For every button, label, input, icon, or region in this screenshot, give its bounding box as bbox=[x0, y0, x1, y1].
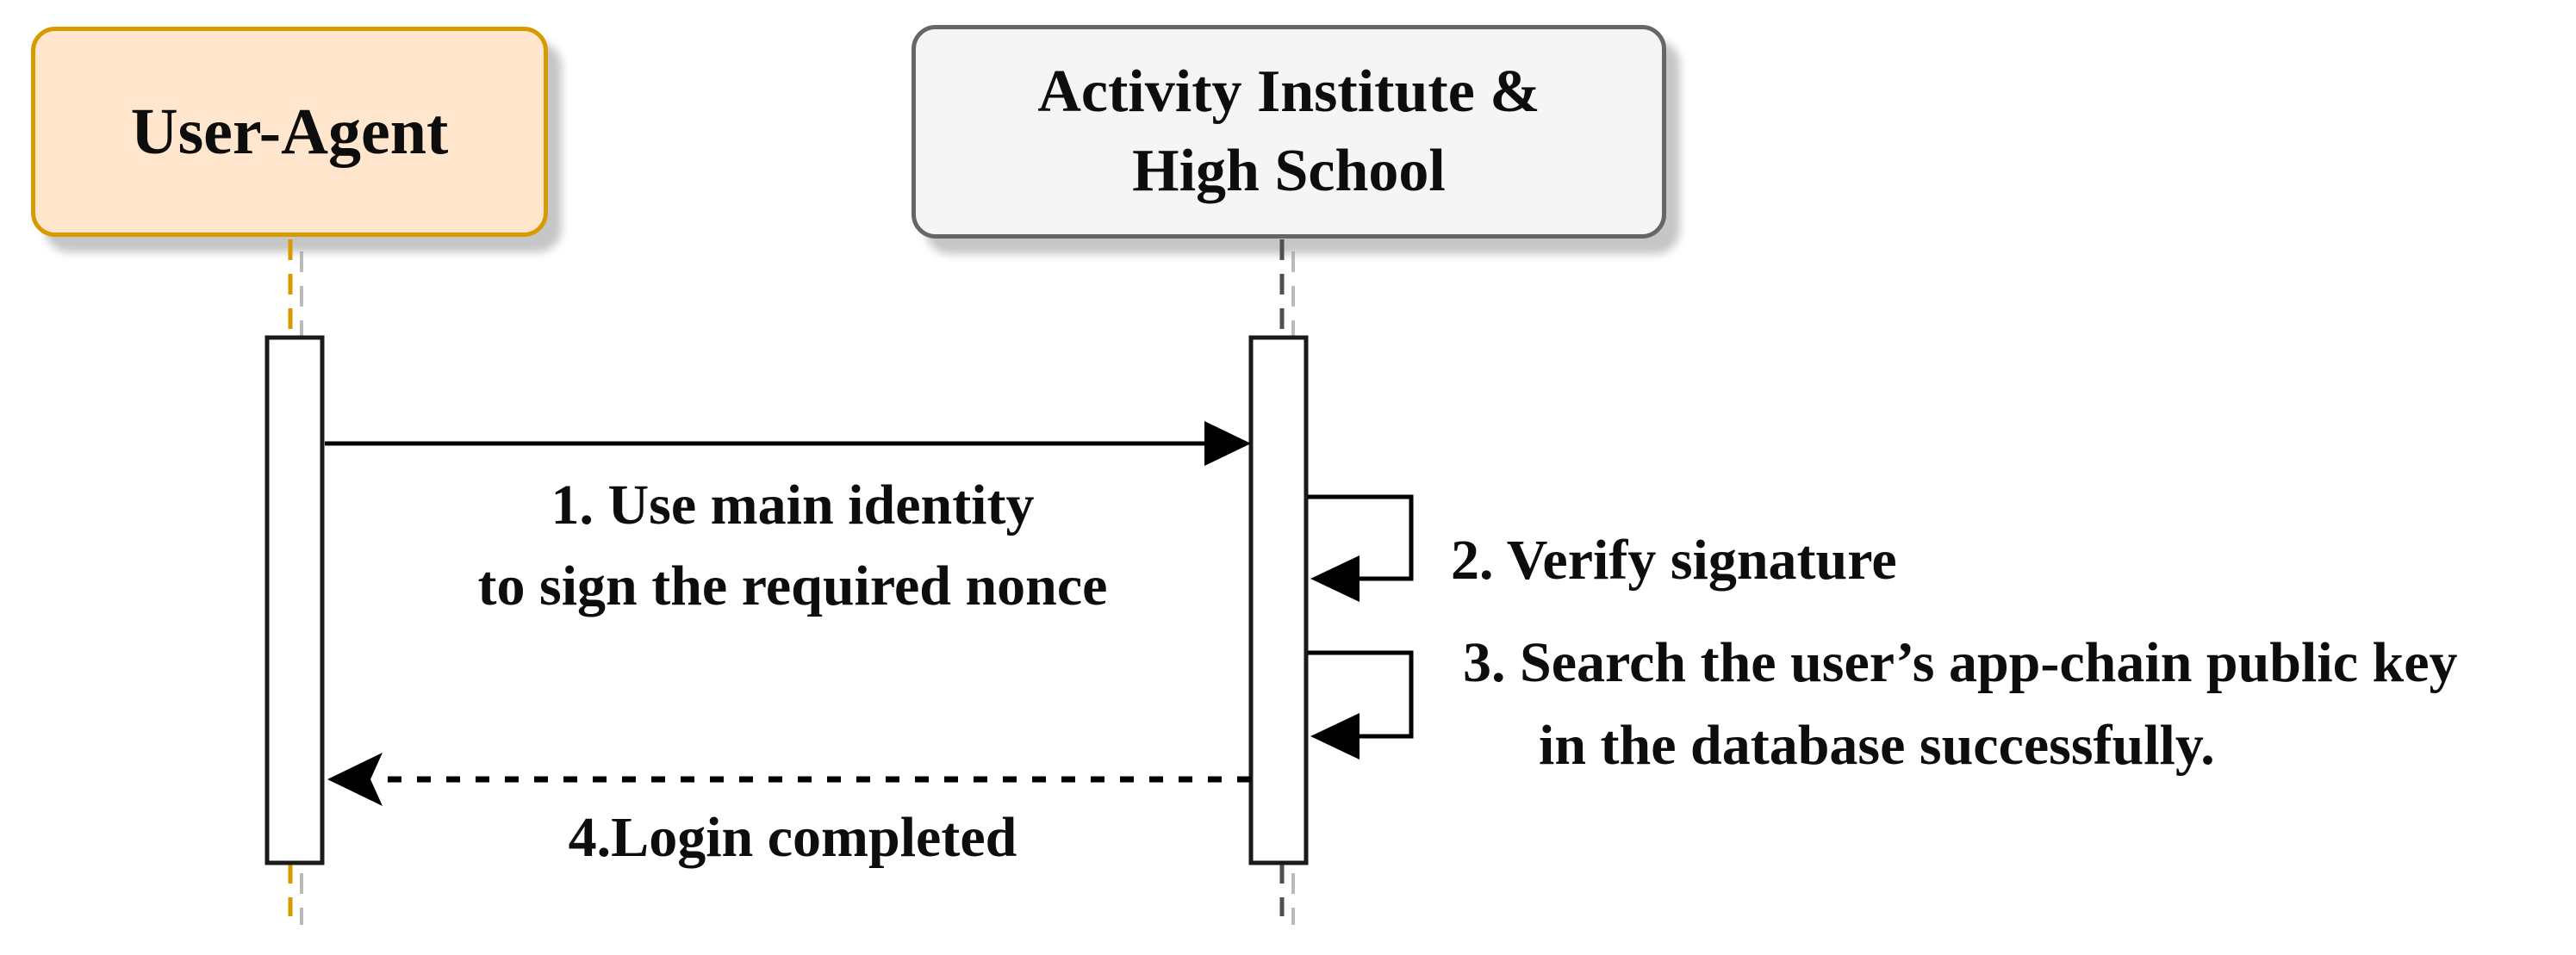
activation-bar-user bbox=[264, 335, 325, 865]
message-3-arrowhead-icon bbox=[1310, 713, 1360, 760]
actor-label-user-agent: User-Agent bbox=[130, 95, 449, 168]
actor-box-institute: Activity Institute & High School bbox=[912, 25, 1666, 239]
message-1-label: 1. Use main identity to sign the require… bbox=[448, 465, 1137, 627]
message-2-arrowhead-icon bbox=[1310, 555, 1360, 602]
message-4-arrowhead-icon bbox=[327, 753, 383, 806]
actor-box-user-agent: User-Agent bbox=[31, 27, 548, 237]
message-3-label: 3. Search the user’s app-chain public ke… bbox=[1463, 622, 2457, 787]
actor-label-institute-line1: Activity Institute & bbox=[1037, 59, 1540, 125]
message-4-label: 4.Login completed bbox=[568, 806, 1017, 869]
message-2-label: 2. Verify signature bbox=[1451, 529, 1897, 592]
message-3-label-line1: 3. Search the user’s app-chain public ke… bbox=[1463, 631, 2458, 694]
message-1-label-line2: to sign the required nonce bbox=[477, 555, 1108, 617]
message-1-label-line1: 1. Use main identity bbox=[551, 474, 1035, 536]
message-2-self-loop bbox=[1308, 494, 1414, 581]
actor-label-institute-line2: High School bbox=[1132, 138, 1446, 204]
message-3-label-line2: in the database successfully. bbox=[1539, 714, 2215, 777]
activation-bar-institute bbox=[1248, 335, 1309, 865]
message-3-self-loop bbox=[1308, 650, 1414, 739]
message-1-arrowhead-icon bbox=[1204, 421, 1251, 466]
